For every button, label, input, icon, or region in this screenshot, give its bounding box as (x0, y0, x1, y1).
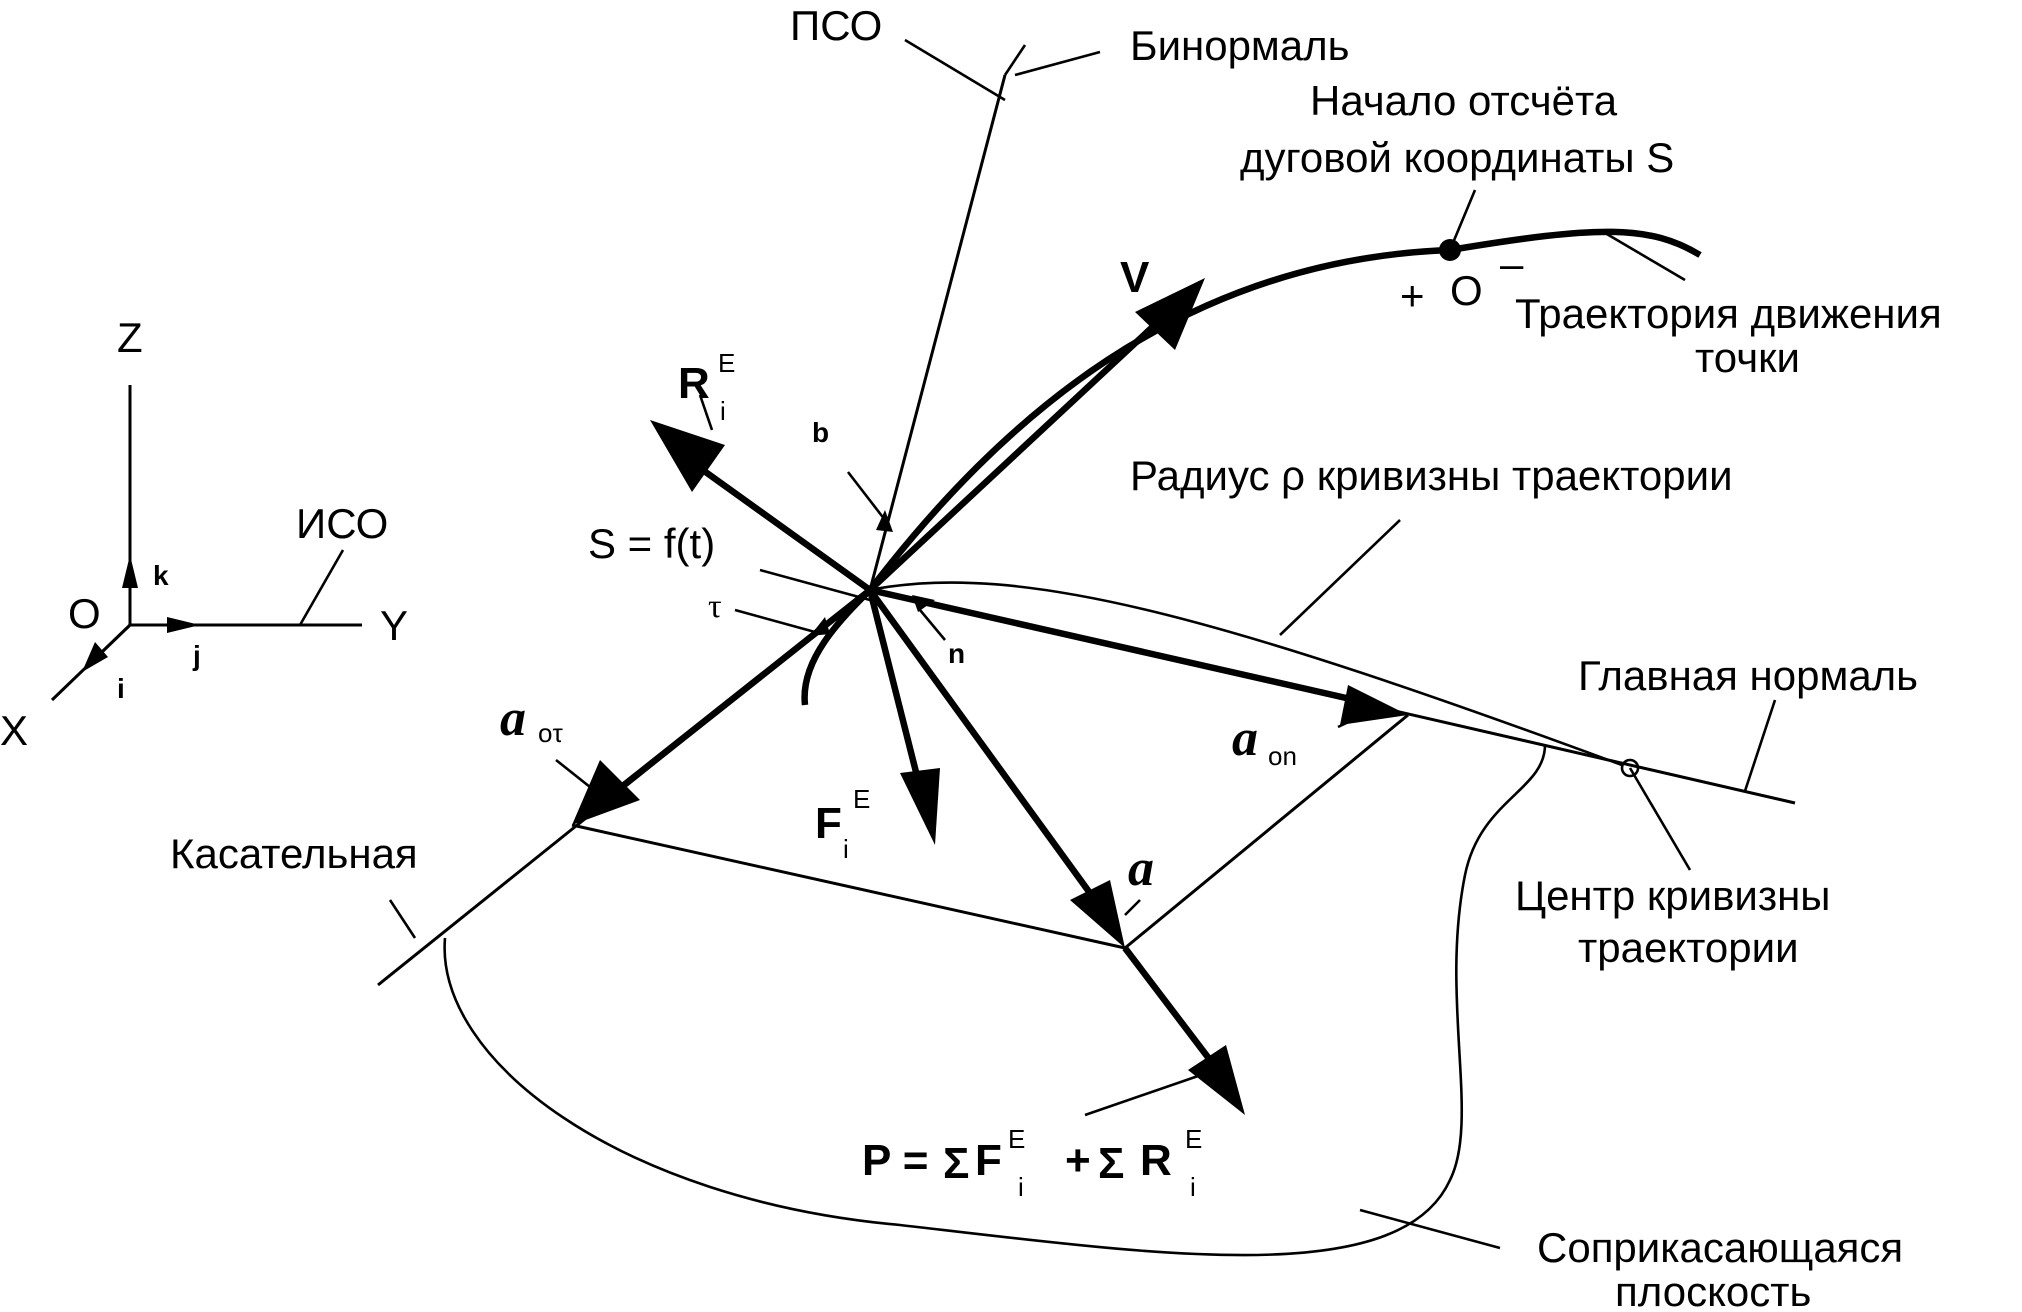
s-equation-leader (759, 568, 871, 602)
tau-label: τ (708, 588, 722, 625)
binormal-label: Бинормаль (1130, 22, 1350, 69)
trajectory-curve (867, 228, 1702, 592)
pso-label: ПСО (790, 2, 882, 49)
trajectory-leader (1599, 228, 1686, 282)
reaction-arrowhead (650, 420, 725, 492)
pso-leader (904, 38, 1006, 102)
minus-sign: – (1500, 240, 1524, 287)
force-vector (866, 589, 922, 781)
radius-label: Радиус ρ кривизны траектории (1130, 452, 1733, 499)
i-label: i (117, 673, 125, 704)
binormal-line (868, 74, 1007, 591)
tau-arrowhead (810, 617, 830, 636)
n-label: n (948, 638, 965, 669)
reaction-sup: E (718, 348, 735, 378)
center-label-line2: траектории (1578, 924, 1799, 971)
a-leader (1124, 899, 1141, 916)
arc-origin-leader (1448, 189, 1477, 251)
parallelogram-bottom (571, 823, 1126, 950)
j-arrowhead (167, 617, 200, 633)
force-sup: E (853, 784, 870, 814)
trajectory-tail (801, 587, 873, 706)
p-sum-1: Σ (943, 1139, 969, 1188)
velocity-arrowhead (1135, 278, 1205, 350)
p-plus: + (1065, 1136, 1091, 1185)
center-leader (1628, 767, 1692, 871)
trajectory-label-line2: точки (1695, 334, 1800, 381)
inertial-origin-label: O (68, 590, 101, 637)
b-leader (846, 471, 887, 521)
p-force: F (975, 1136, 1002, 1185)
j-label: j (192, 640, 201, 671)
b-arrowhead (876, 510, 893, 532)
a-tau-label: a (500, 690, 526, 747)
tangent-leader (388, 899, 417, 939)
reaction-label: R (678, 359, 710, 408)
osculating-plane-outline (443, 744, 1547, 1257)
a-n-label: a (1232, 710, 1258, 767)
a-tau-leader (555, 758, 591, 789)
a-tau-arrowhead (572, 760, 640, 825)
inertial-frame (50, 385, 362, 702)
radius-leader (1279, 519, 1401, 636)
reaction-sub: i (720, 396, 726, 426)
p-reaction: R (1140, 1136, 1172, 1185)
force-arrowhead (900, 768, 940, 845)
iso-leader (298, 549, 345, 626)
p-equation-left: P = (862, 1136, 928, 1185)
osculating-label-line2: плоскость (1615, 1268, 1811, 1312)
a-n-arrowhead (1340, 685, 1408, 725)
tangent-label: Касательная (170, 830, 418, 877)
z-axis-label: Z (117, 314, 143, 361)
velocity-label: V (1120, 253, 1150, 302)
trajectory-label-line1: Траектория движения (1515, 290, 1942, 337)
curvature-radius-arc (869, 581, 1631, 770)
force-sub: i (843, 834, 849, 864)
center-label-line1: Центр кривизны (1515, 872, 1831, 919)
r-leader (698, 394, 714, 431)
origin-arc-label-line1: Начало отсчёта (1310, 77, 1618, 124)
a-arrowhead (1070, 880, 1125, 948)
reaction-vector (698, 465, 872, 593)
p-vector (1122, 946, 1213, 1062)
y-axis-label: Y (380, 602, 408, 649)
velocity-vector (867, 317, 1163, 593)
tau-leader (734, 608, 816, 634)
a-label: a (1128, 840, 1154, 897)
p-reaction-sup: E (1185, 1124, 1202, 1154)
i-vector (100, 623, 132, 654)
main-normal-leader (1743, 699, 1777, 792)
b-label: b (812, 417, 829, 448)
n-arrowhead (912, 595, 935, 612)
binormal-tick (1003, 44, 1027, 76)
a-vector (867, 588, 1098, 902)
k-arrowhead (122, 555, 138, 588)
origin-arc-label-line2: дуговой координаты S (1240, 134, 1674, 181)
a-n-vector (869, 586, 1356, 704)
i-arrowhead (82, 642, 108, 672)
x-axis-label: X (0, 707, 28, 754)
a-tau-vector (602, 587, 873, 803)
s-equation-label: S = f(t) (588, 520, 715, 567)
binormal-leader (1014, 50, 1101, 77)
n-leader (919, 609, 946, 641)
p-force-sup: E (1008, 1124, 1025, 1154)
arc-origin-label: O (1450, 267, 1483, 314)
osculating-label-line1: Соприкасающаяся (1537, 1224, 1903, 1271)
p-reaction-sub: i (1190, 1172, 1196, 1202)
a-tau-sub: oτ (538, 718, 563, 748)
osculating-leader (1359, 1208, 1501, 1250)
p-force-sub: i (1018, 1172, 1024, 1202)
plus-sign: + (1400, 272, 1425, 319)
parallelogram-right (1124, 713, 1409, 950)
main-normal-label: Главная нормаль (1578, 652, 1918, 699)
iso-label: ИСО (296, 500, 388, 547)
p-arrowhead (1188, 1045, 1245, 1115)
force-label: F (815, 799, 842, 848)
a-n-sub: on (1268, 741, 1297, 771)
k-label: k (153, 560, 169, 591)
p-sum-2: Σ (1098, 1139, 1124, 1188)
